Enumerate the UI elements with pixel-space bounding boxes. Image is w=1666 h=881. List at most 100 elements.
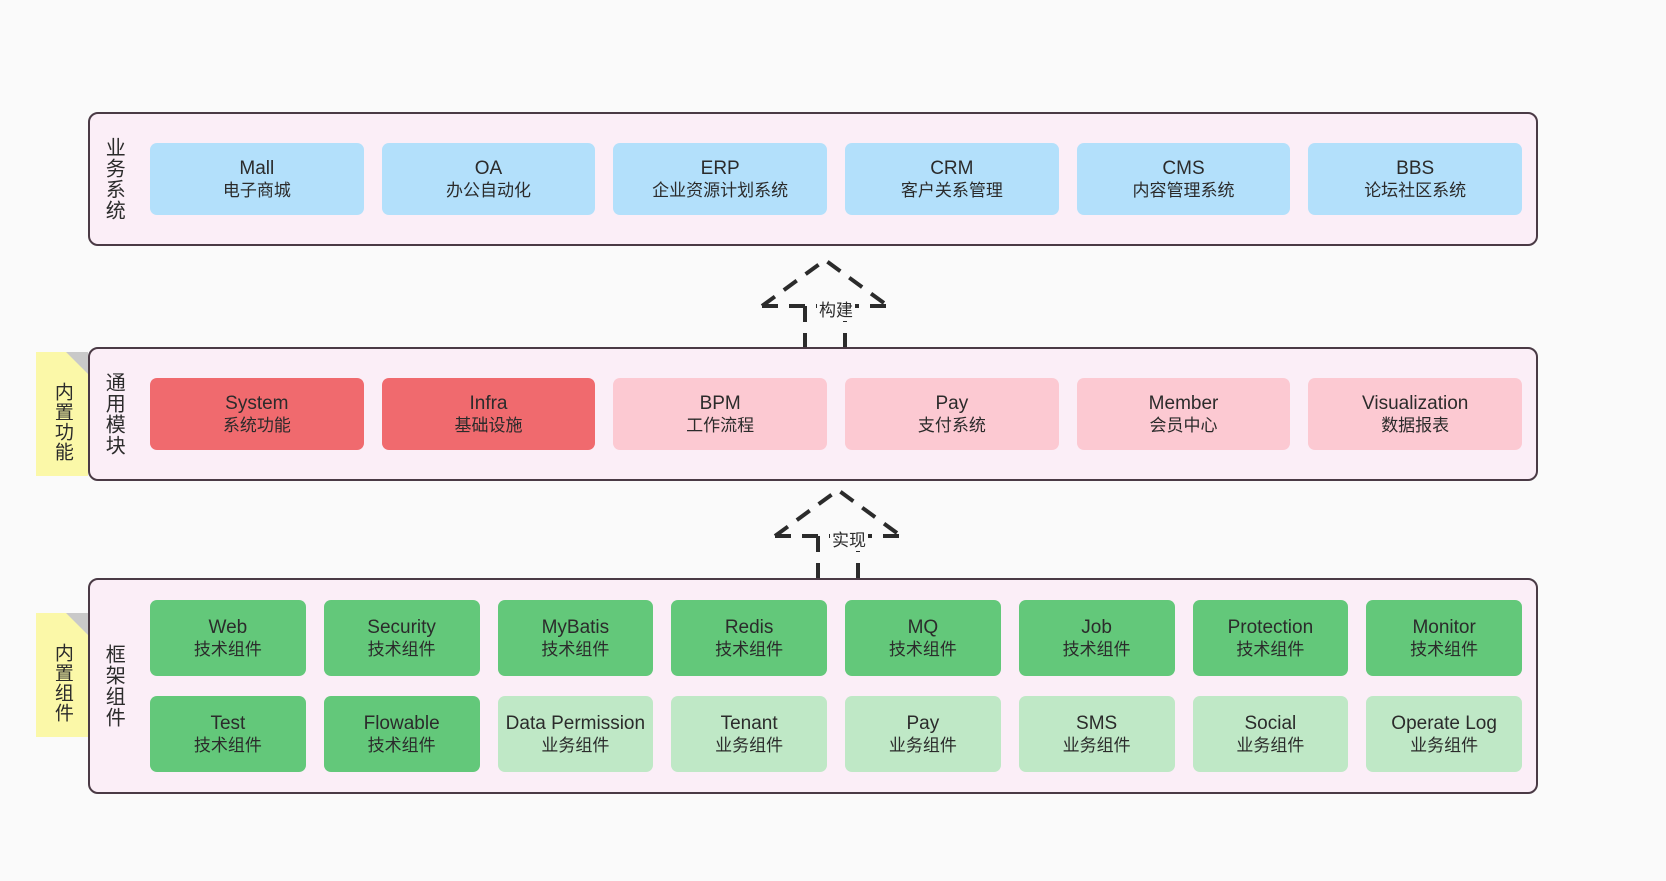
card-title-cn: 技术组件: [1410, 640, 1479, 660]
card-sms[interactable]: SMS 业务组件: [1018, 696, 1175, 772]
sticky-note-builtin-feature: 内置功能: [36, 352, 88, 476]
card-operate-log[interactable]: Operate Log 业务组件: [1366, 696, 1522, 772]
card-title-cn: 业务组件: [1062, 736, 1131, 756]
card-title-en: Data Permission: [505, 712, 646, 734]
card-title-cn: 工作流程: [686, 416, 755, 436]
connector-label-realize: 实现: [830, 526, 868, 551]
card-row: Test 技术组件 Flowable 技术组件 Data Permission …: [150, 696, 1522, 772]
card-mall[interactable]: Mall 电子商城: [150, 143, 364, 215]
card-title-en: System: [225, 392, 289, 414]
card-title-cn: 技术组件: [888, 640, 957, 660]
card-title-en: Pay: [906, 712, 940, 734]
layer-body-framework-component: Web 技术组件 Security 技术组件 MyBatis 技术组件 Redi…: [136, 580, 1536, 792]
card-title-en: Web: [208, 616, 248, 638]
card-security[interactable]: Security 技术组件: [323, 600, 480, 676]
card-test[interactable]: Test 技术组件: [150, 696, 306, 772]
card-title-cn: 技术组件: [367, 736, 436, 756]
connector-realize: 实现: [770, 486, 940, 582]
card-pay-component[interactable]: Pay 业务组件: [845, 696, 1001, 772]
card-data-permission[interactable]: Data Permission 业务组件: [497, 696, 654, 772]
layer-business-system: 业务系统 Mall 电子商城 OA 办公自动化 ERP 企业资源计划系统 CRM…: [88, 112, 1538, 246]
card-job[interactable]: Job 技术组件: [1018, 600, 1175, 676]
card-title-cn: 技术组件: [193, 736, 262, 756]
card-crm[interactable]: CRM 客户关系管理: [845, 143, 1059, 215]
card-title-cn: 数据报表: [1381, 416, 1450, 436]
card-mq[interactable]: MQ 技术组件: [845, 600, 1001, 676]
card-title-cn: 系统功能: [222, 416, 291, 436]
card-title-en: Member: [1148, 392, 1219, 414]
card-title-en: Flowable: [363, 712, 440, 734]
card-title-en: OA: [474, 157, 503, 179]
card-bbs[interactable]: BBS 论坛社区系统: [1308, 143, 1523, 215]
card-title-en: Tenant: [720, 712, 778, 734]
sticky-note-builtin-component: 内置组件: [36, 613, 88, 737]
card-erp[interactable]: ERP 企业资源计划系统: [613, 143, 828, 215]
card-title-en: Pay: [935, 392, 969, 414]
card-tenant[interactable]: Tenant 业务组件: [671, 696, 827, 772]
card-title-cn: 业务组件: [541, 736, 610, 756]
card-row: Mall 电子商城 OA 办公自动化 ERP 企业资源计划系统 CRM 客户关系…: [150, 143, 1523, 215]
layer-body-common-module: System 系统功能 Infra 基础设施 BPM 工作流程 Pay 支付系统…: [136, 349, 1536, 479]
card-title-en: BBS: [1396, 157, 1435, 179]
card-title-en: CMS: [1162, 157, 1205, 179]
card-title-en: Security: [367, 616, 436, 638]
layer-title-framework-component: 框架组件: [102, 644, 125, 728]
connector-build: 构建: [757, 256, 927, 352]
card-title-cn: 电子商城: [222, 181, 291, 201]
card-title-en: Visualization: [1362, 392, 1469, 414]
card-title-en: Protection: [1227, 616, 1314, 638]
card-title-en: CRM: [930, 157, 974, 179]
card-mybatis[interactable]: MyBatis 技术组件: [497, 600, 654, 676]
card-title-en: BPM: [699, 392, 741, 414]
card-title-cn: 业务组件: [1236, 736, 1305, 756]
card-title-en: Monitor: [1412, 616, 1476, 638]
card-cms[interactable]: CMS 内容管理系统: [1076, 143, 1291, 215]
card-title-en: Redis: [724, 616, 774, 638]
layer-title-business-system: 业务系统: [102, 137, 125, 221]
card-title-cn: 客户关系管理: [900, 181, 1003, 201]
card-title-en: MyBatis: [541, 616, 610, 638]
card-visualization[interactable]: Visualization 数据报表: [1308, 378, 1523, 450]
card-title-cn: 基础设施: [454, 416, 523, 436]
card-flowable[interactable]: Flowable 技术组件: [323, 696, 480, 772]
card-title-en: Test: [210, 712, 246, 734]
card-monitor[interactable]: Monitor 技术组件: [1366, 600, 1522, 676]
card-title-en: MQ: [907, 616, 939, 638]
card-title-cn: 支付系统: [917, 416, 986, 436]
card-title-cn: 内容管理系统: [1132, 181, 1235, 201]
card-row: System 系统功能 Infra 基础设施 BPM 工作流程 Pay 支付系统…: [150, 378, 1523, 450]
card-title-cn: 技术组件: [1236, 640, 1305, 660]
sticky-note-label: 内置功能: [51, 382, 73, 462]
card-title-en: Social: [1244, 712, 1297, 734]
card-redis[interactable]: Redis 技术组件: [671, 600, 827, 676]
card-title-cn: 办公自动化: [446, 181, 531, 201]
card-title-en: ERP: [700, 157, 740, 179]
card-member[interactable]: Member 会员中心: [1076, 378, 1291, 450]
card-oa[interactable]: OA 办公自动化: [381, 143, 596, 215]
card-protection[interactable]: Protection 技术组件: [1192, 600, 1349, 676]
card-title-cn: 业务组件: [1410, 736, 1479, 756]
layer-framework-component: 框架组件 Web 技术组件 Security 技术组件 MyBatis 技术组件…: [88, 578, 1538, 794]
card-web[interactable]: Web 技术组件: [150, 600, 306, 676]
sticky-note-label: 内置组件: [51, 643, 73, 723]
card-pay-module[interactable]: Pay 支付系统: [845, 378, 1059, 450]
card-title-cn: 技术组件: [367, 640, 436, 660]
card-title-en: Mall: [239, 157, 275, 179]
card-infra[interactable]: Infra 基础设施: [381, 378, 596, 450]
card-title-en: Operate Log: [1391, 712, 1497, 734]
layer-common-module: 通用模块 System 系统功能 Infra 基础设施 BPM 工作流程 Pay…: [88, 347, 1538, 481]
connector-label-build: 构建: [817, 296, 855, 321]
card-title-en: Job: [1081, 616, 1112, 638]
card-system[interactable]: System 系统功能: [150, 378, 364, 450]
card-title-cn: 业务组件: [715, 736, 784, 756]
card-title-en: Infra: [469, 392, 508, 414]
card-social[interactable]: Social 业务组件: [1192, 696, 1349, 772]
card-title-cn: 企业资源计划系统: [652, 181, 789, 201]
card-title-cn: 业务组件: [888, 736, 957, 756]
card-bpm[interactable]: BPM 工作流程: [613, 378, 828, 450]
layer-title-common-module: 通用模块: [102, 372, 125, 456]
card-title-cn: 会员中心: [1149, 416, 1218, 436]
card-title-cn: 技术组件: [715, 640, 784, 660]
card-title-cn: 技术组件: [193, 640, 262, 660]
